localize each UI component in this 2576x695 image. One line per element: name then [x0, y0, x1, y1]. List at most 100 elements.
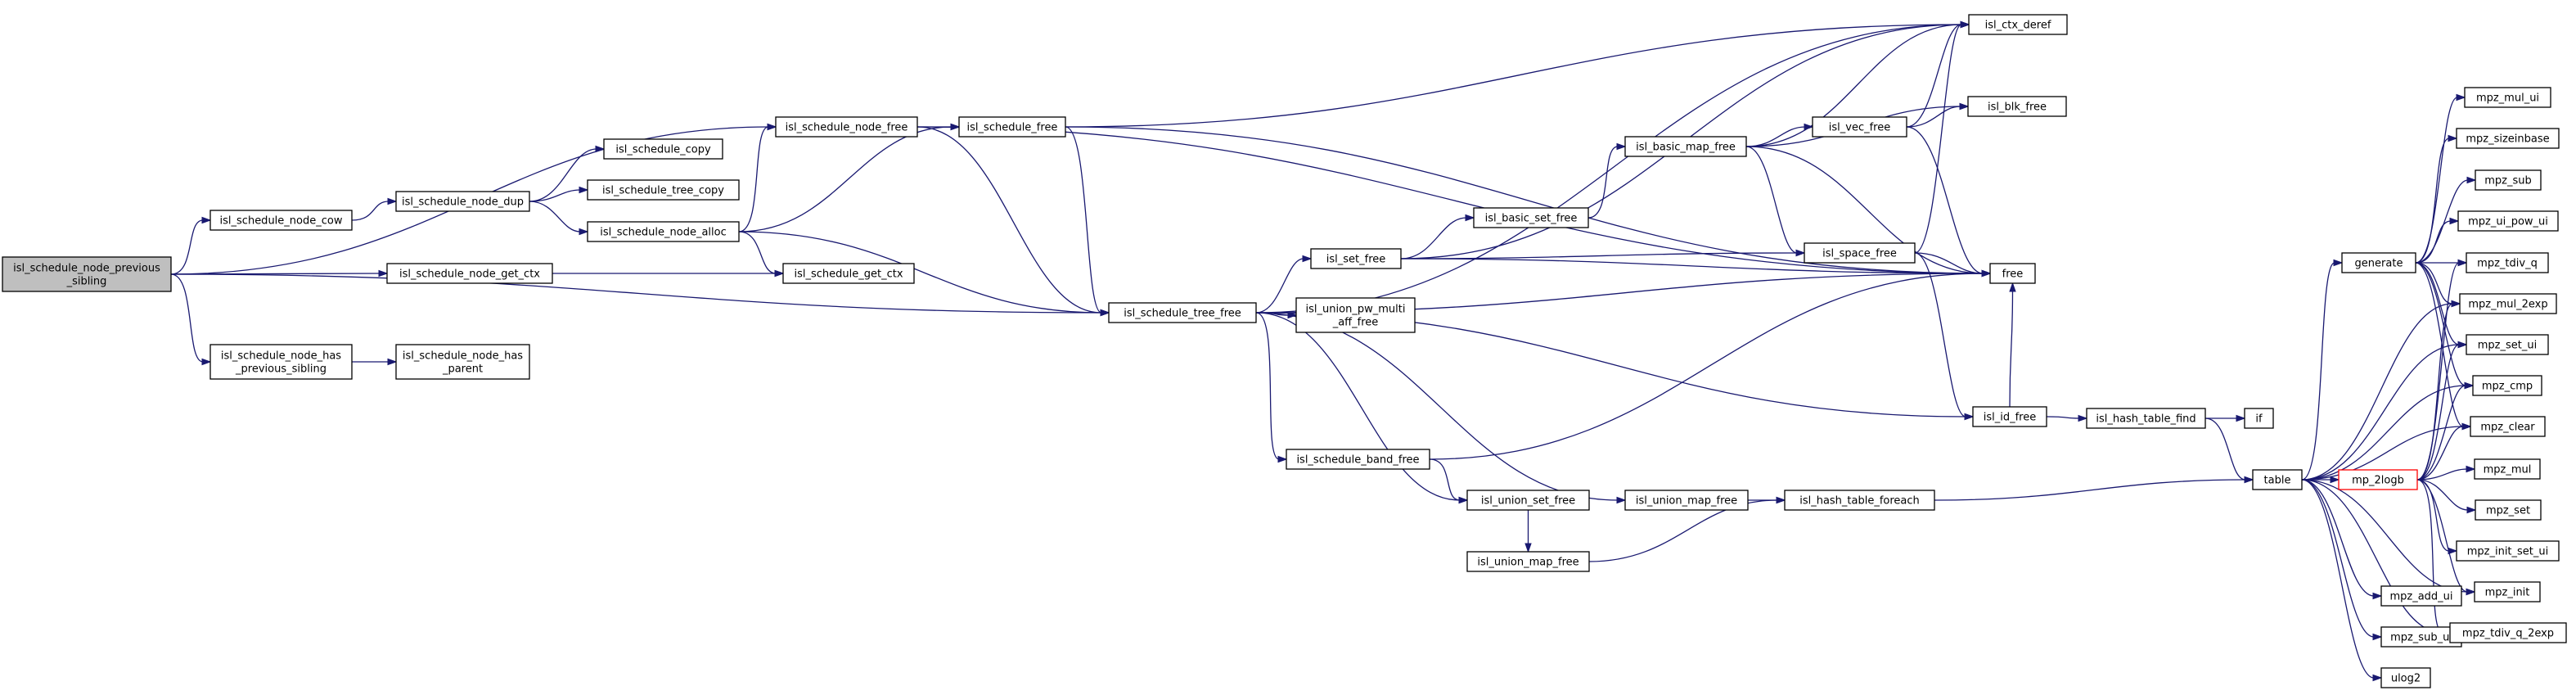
edge-arrowhead: [1959, 102, 1970, 111]
edge-arrowhead: [201, 216, 212, 224]
node-node-has-prev[interactable]: isl_schedule_node_has_previous_sibling: [209, 344, 353, 380]
node-get-ctx[interactable]: isl_schedule_get_ctx: [782, 263, 915, 284]
edge-arrowhead: [1524, 543, 1532, 553]
node-label: generate: [2355, 258, 2403, 270]
node-label: ulog2: [2391, 673, 2421, 685]
node-mpz-sizeinbase[interactable]: mpz_sizeinbase: [2456, 128, 2560, 149]
node-node-free[interactable]: isl_schedule_node_free: [775, 116, 918, 138]
node-space-free[interactable]: isl_space_free: [1804, 242, 1916, 264]
edge-line: [2416, 303, 2453, 481]
node-label: mp_2logb: [2352, 475, 2404, 487]
node-tree-copy[interactable]: isl_schedule_tree_copy: [587, 179, 740, 201]
node-label: isl_schedule_free: [967, 122, 1058, 134]
node-id-free[interactable]: isl_id_free: [1972, 406, 2047, 427]
node-mpz-mul[interactable]: mpz_mul: [2474, 458, 2541, 480]
node-mpz-set[interactable]: mpz_set: [2475, 499, 2542, 521]
node-uset-free[interactable]: isl_union_set_free: [1466, 490, 1590, 511]
edge-line: [1906, 106, 1961, 128]
node-mpz-init-set-ui[interactable]: mpz_init_set_ui: [2456, 540, 2560, 562]
node-box: [2475, 169, 2542, 191]
node-label: isl_union_pw_multi: [1306, 304, 1406, 316]
node-mpz-add-ui[interactable]: mpz_add_ui: [2380, 585, 2462, 607]
node-mpz-cmp[interactable]: mpz_cmp: [2472, 375, 2542, 396]
node-mpz-mul-2exp[interactable]: mpz_mul_2exp: [2459, 293, 2557, 314]
edge-node_dup-to-sched_copy: [529, 145, 606, 202]
node-box: [2338, 469, 2418, 490]
node-label: isl_schedule_node_get_ctx: [399, 269, 540, 281]
edge-mp_2logb-to-mpz_set: [2416, 479, 2477, 514]
node-mpz-sub[interactable]: mpz_sub: [2475, 169, 2542, 191]
node-label: isl_schedule_node_alloc: [600, 227, 727, 239]
node-node-dup[interactable]: isl_schedule_node_dup: [395, 191, 530, 212]
edge-line: [1906, 24, 1962, 128]
node-hash-find[interactable]: isl_hash_table_find: [2086, 408, 2206, 429]
node-blk-free[interactable]: isl_blk_free: [1967, 96, 2067, 117]
node-node-has-parent[interactable]: isl_schedule_node_has_parent: [395, 344, 530, 380]
edge-umap_free2-to-hash_foreach: [1748, 496, 1786, 504]
node-sched-copy[interactable]: isl_schedule_copy: [603, 138, 723, 160]
node-label: isl_schedule_tree_copy: [602, 185, 724, 197]
node-umap-free2[interactable]: isl_union_map_free: [1624, 490, 1749, 511]
node-mpz-tdiv-q-2exp[interactable]: mpz_tdiv_q_2exp: [2449, 622, 2567, 643]
edge-mp_2logb-to-mpz_mul_2exp: [2416, 300, 2461, 481]
edge-line: [1429, 273, 1984, 460]
edge-line: [1065, 126, 1984, 274]
node-mpz-clear[interactable]: mpz_clear: [2470, 416, 2546, 437]
node-basic-map-free[interactable]: isl_basic_map_free: [1624, 136, 1747, 157]
edge-arrowhead: [1795, 249, 1806, 257]
edge-mp_2logb-to-mpz_clear: [2416, 422, 2472, 481]
node-box: [2474, 458, 2541, 480]
node-label: mpz_ui_pow_ui: [2468, 216, 2548, 228]
node-box: [775, 116, 918, 138]
node-generate[interactable]: generate: [2341, 252, 2416, 273]
node-if[interactable]: if: [2244, 408, 2274, 429]
node-free[interactable]: free: [1989, 263, 2036, 284]
node-mpz-sub-ui[interactable]: mpz_sub_ui: [2380, 626, 2462, 648]
node-vec-free[interactable]: isl_vec_free: [1812, 116, 1907, 138]
edge-root-to-node_has_prev: [170, 273, 212, 366]
node-mpz-mul-ui[interactable]: mpz_mul_ui: [2464, 87, 2551, 108]
node-label: isl_schedule_node_dup: [402, 196, 524, 209]
edge-arrowhead: [579, 186, 589, 194]
node-band-free[interactable]: isl_schedule_band_free: [1286, 449, 1430, 470]
node-node-get-ctx[interactable]: isl_schedule_node_get_ctx: [386, 263, 553, 284]
node-tree-free[interactable]: isl_schedule_tree_free: [1108, 302, 1257, 323]
node-hash-foreach[interactable]: isl_hash_table_foreach: [1784, 490, 1935, 511]
node-basic-set-free[interactable]: isl_basic_set_free: [1473, 207, 1589, 228]
edge-line: [738, 231, 1102, 314]
node-node-alloc[interactable]: isl_schedule_node_alloc: [587, 221, 740, 242]
node-box: [1466, 551, 1590, 572]
edge-basic_map_free-to-space_free: [1745, 146, 1806, 257]
edge-line: [2301, 385, 2466, 481]
node-box: [395, 191, 530, 212]
edge-line: [1255, 312, 1280, 460]
node-mpz-set-ui[interactable]: mpz_set_ui: [2466, 334, 2549, 355]
node-sched-free[interactable]: isl_schedule_free: [958, 116, 1066, 138]
edge-line: [2416, 479, 2443, 634]
node-set-free[interactable]: isl_set_free: [1310, 248, 1402, 269]
edge-uset_free-to-umap_free: [1524, 510, 1532, 553]
node-label: mpz_mul_2exp: [2468, 299, 2547, 311]
edge-line: [2301, 479, 2375, 597]
edge-line: [1400, 258, 1984, 274]
edge-arrowhead: [2457, 341, 2468, 349]
edge-vec_free-to-ctx_deref: [1906, 20, 1970, 128]
edge-arrowhead: [1616, 142, 1627, 151]
node-ctx-deref[interactable]: isl_ctx_deref: [1968, 14, 2068, 35]
node-box: [1286, 449, 1430, 470]
node-umap-free[interactable]: isl_union_map_free: [1466, 551, 1590, 572]
node-ulog2[interactable]: ulog2: [2380, 667, 2431, 688]
edge-line: [529, 201, 581, 232]
edge-line: [1255, 312, 1619, 501]
node-mpz-init[interactable]: mpz_init: [2474, 581, 2541, 602]
edge-arrowhead: [2236, 414, 2246, 422]
node-upma-free[interactable]: isl_union_pw_multi_aff_free: [1295, 297, 1416, 333]
edge-node_free-to-tree_free: [916, 126, 1110, 317]
node-mp-2logb[interactable]: mp_2logb: [2338, 469, 2418, 490]
node-node-cow[interactable]: isl_schedule_node_cow: [209, 210, 353, 231]
node-table[interactable]: table: [2252, 469, 2303, 490]
edge-tree_free-to-band_free: [1255, 312, 1288, 463]
edge-mp_2logb-to-mpz_mul: [2416, 465, 2476, 481]
node-mpz-ui-pow-ui[interactable]: mpz_ui_pow_ui: [2457, 210, 2559, 232]
node-mpz-tdiv-q[interactable]: mpz_tdiv_q: [2466, 252, 2549, 273]
